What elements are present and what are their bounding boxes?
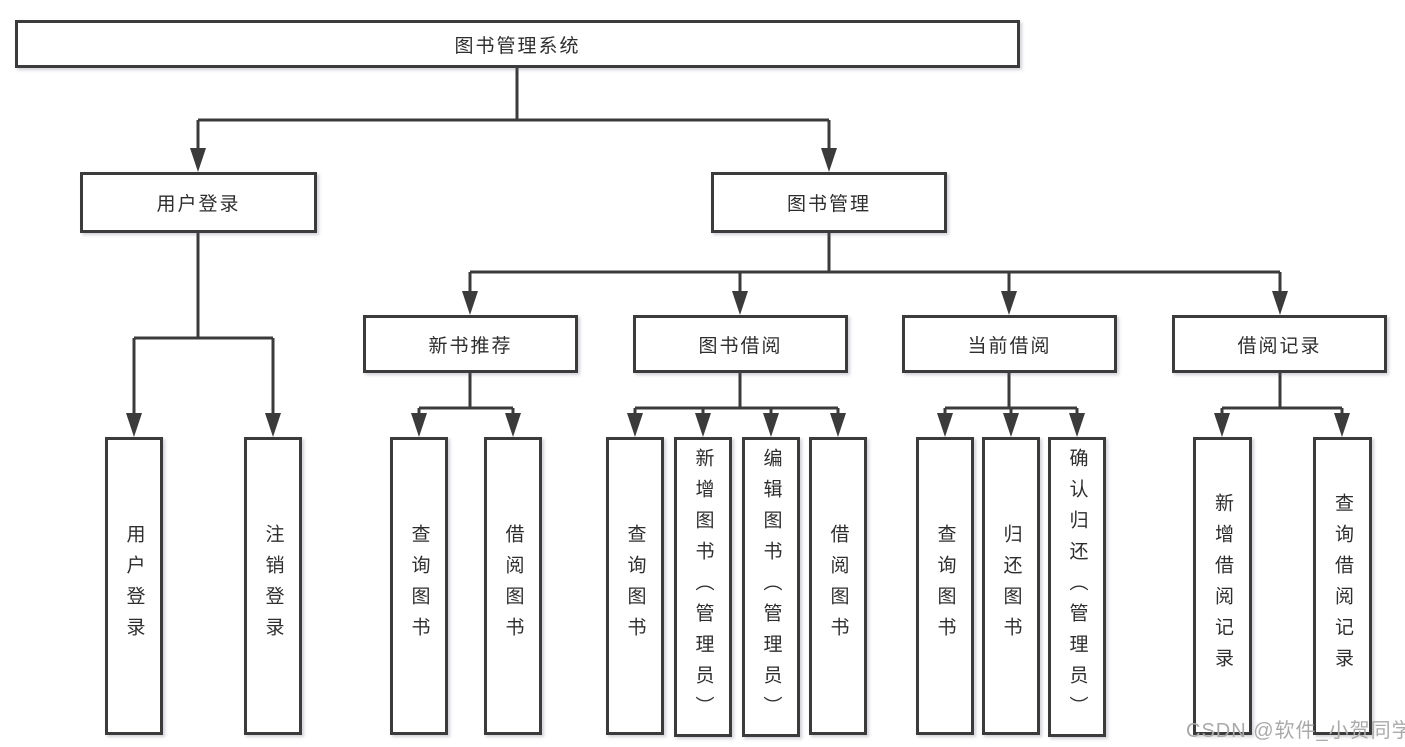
- leaf-add-borrow-record: 新增借阅记录: [1193, 437, 1252, 735]
- arrowhead-icon: [821, 148, 837, 172]
- leaf-query-book-1: 查询图书: [390, 437, 448, 735]
- node-current-borrow: 当前借阅: [902, 315, 1117, 373]
- arrowhead-icon: [695, 413, 711, 437]
- arrowhead-icon: [265, 413, 281, 437]
- arrowhead-icon: [627, 413, 643, 437]
- leaf-query-book-3: 查询图书: [916, 437, 974, 735]
- arrowhead-icon: [1272, 291, 1288, 315]
- leaf-borrow-book-1: 借阅图书: [484, 437, 542, 735]
- arrowhead-icon: [830, 413, 846, 437]
- node-book-management-module: 图书管理: [711, 172, 947, 233]
- node-root-system: 图书管理系统: [15, 20, 1020, 68]
- arrowhead-icon: [1214, 413, 1230, 437]
- leaf-return-book: 归还图书: [982, 437, 1040, 735]
- node-new-book-recommend: 新书推荐: [363, 315, 578, 373]
- arrowhead-icon: [411, 413, 427, 437]
- leaf-logout: 注销登录: [244, 437, 302, 735]
- node-borrow-record: 借阅记录: [1172, 315, 1387, 373]
- arrowhead-icon: [1001, 291, 1017, 315]
- leaf-edit-book-admin: 编辑图书（管理员）: [742, 437, 800, 737]
- arrowhead-icon: [505, 413, 521, 437]
- csdn-watermark: CSDN @软件_小贺同学: [1186, 720, 1405, 742]
- arrowhead-icon: [462, 291, 478, 315]
- arrowhead-icon: [763, 413, 779, 437]
- node-book-borrow: 图书借阅: [633, 315, 848, 373]
- leaf-borrow-book-2: 借阅图书: [809, 437, 867, 735]
- arrowhead-icon: [126, 413, 142, 437]
- leaf-query-borrow-record: 查询借阅记录: [1313, 437, 1372, 735]
- leaf-add-book-admin: 新增图书（管理员）: [674, 437, 732, 737]
- leaf-confirm-return-admin: 确认归还（管理员）: [1048, 437, 1106, 737]
- arrowhead-icon: [1069, 413, 1085, 437]
- arrowhead-icon: [190, 148, 206, 172]
- arrowhead-icon: [1003, 413, 1019, 437]
- leaf-user-login: 用户登录: [105, 437, 163, 735]
- node-user-login-module: 用户登录: [80, 172, 317, 233]
- arrowhead-icon: [1334, 413, 1350, 437]
- leaf-query-book-2: 查询图书: [606, 437, 664, 735]
- arrowhead-icon: [937, 413, 953, 437]
- arrowhead-icon: [732, 291, 748, 315]
